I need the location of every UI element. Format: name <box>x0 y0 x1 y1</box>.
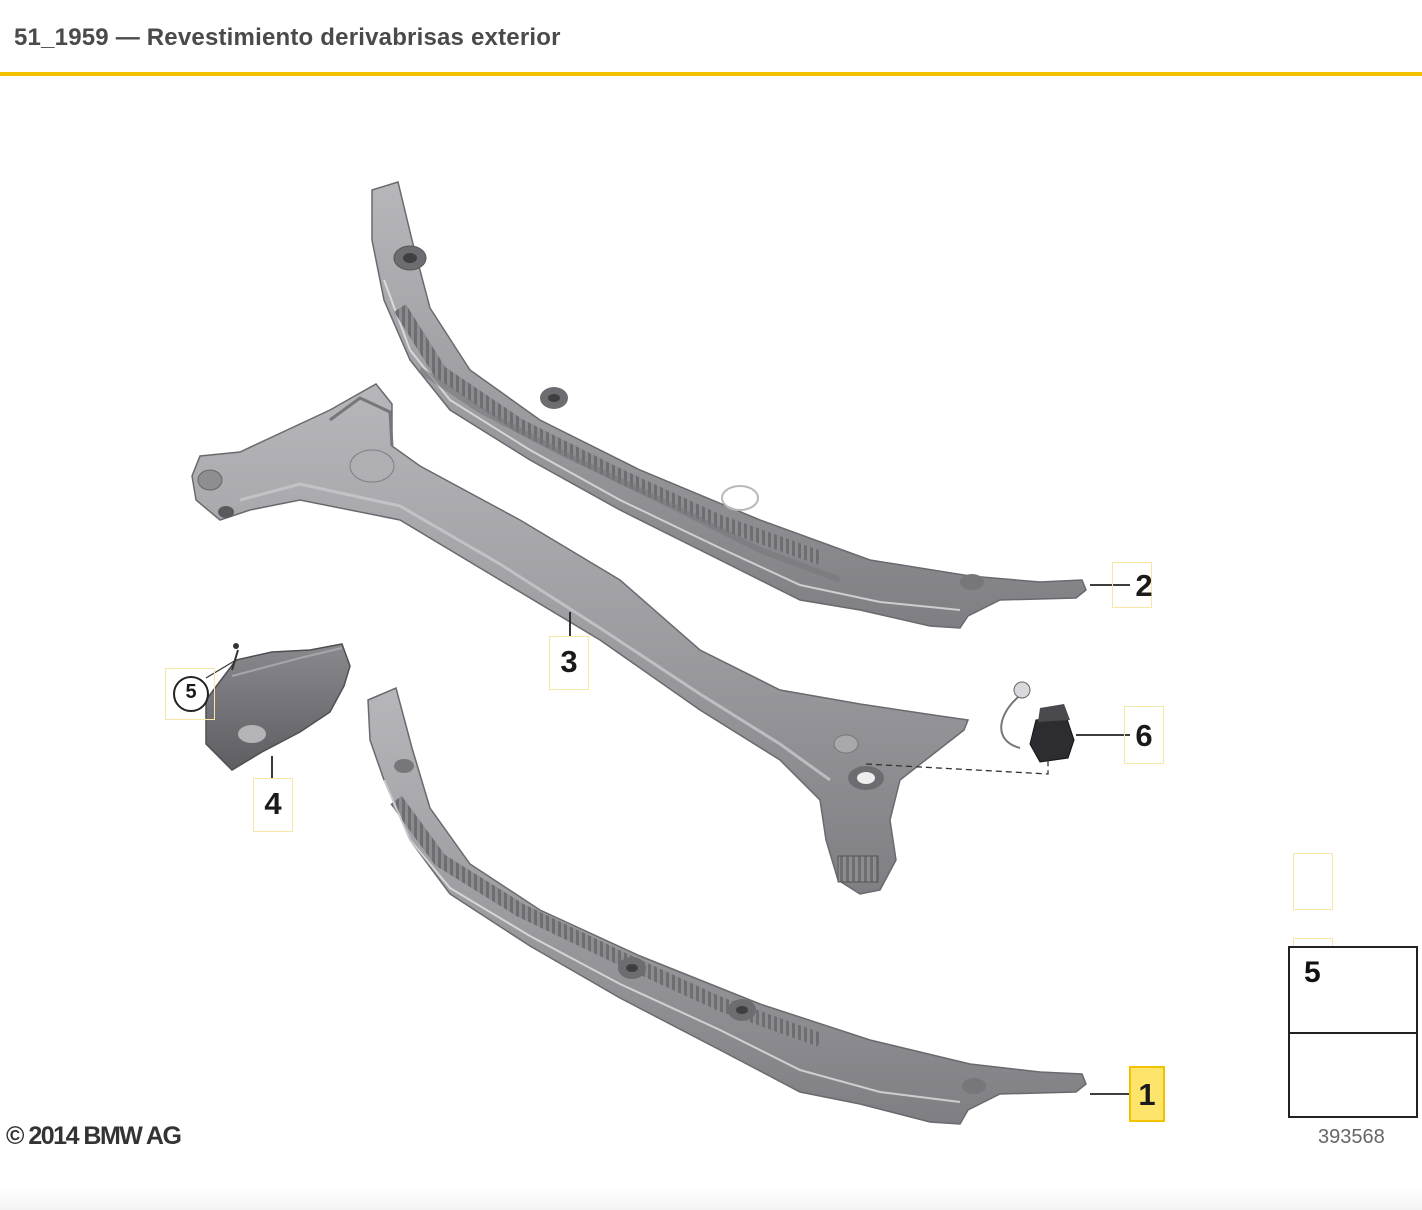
legend-hint-box-1 <box>1293 853 1333 910</box>
callout-1-box-highlighted[interactable] <box>1129 1066 1165 1122</box>
legend-part-number[interactable]: 5 <box>1304 956 1321 989</box>
part-6-clip <box>865 681 1075 775</box>
callout-2-label[interactable]: 2 <box>1135 568 1153 603</box>
page-header: 51_1959 — Revestimiento derivabrisas ext… <box>0 0 1422 76</box>
callout-3-label[interactable]: 3 <box>560 644 578 679</box>
parts-illustration <box>173 181 1407 1125</box>
legend-divider <box>1290 1032 1416 1034</box>
part-2-cowl-trim-upper <box>371 181 1087 629</box>
bottom-band <box>0 1188 1422 1210</box>
callout-3-box[interactable] <box>549 636 589 690</box>
callout-4-label[interactable]: 4 <box>264 786 282 821</box>
copyright-text: © 2014 BMW AG <box>6 1122 182 1150</box>
callout-5-circle-ring <box>173 676 209 712</box>
parts-diagram: 2 3 5 4 6 1 <box>0 80 1422 1210</box>
callout-2-box[interactable] <box>1112 562 1152 608</box>
part-1-cowl-trim-lower <box>367 686 1087 1125</box>
callout-6-label[interactable]: 6 <box>1135 718 1153 753</box>
callout-5-box[interactable] <box>165 668 215 720</box>
part-3-cowl-bracket <box>191 383 970 895</box>
callout-5-label[interactable]: 5 <box>185 681 197 703</box>
page-title: 51_1959 — Revestimiento derivabrisas ext… <box>14 24 561 51</box>
callout-6-box[interactable] <box>1124 706 1164 764</box>
leader-lines <box>271 584 1132 1095</box>
callout-1-label[interactable]: 1 <box>1138 1077 1156 1112</box>
figure-id: 393568 <box>1318 1126 1385 1148</box>
callout-4-box[interactable] <box>253 778 293 832</box>
fastener-legend: 5 <box>1288 946 1418 1118</box>
part-4-cover-panel <box>173 643 351 771</box>
